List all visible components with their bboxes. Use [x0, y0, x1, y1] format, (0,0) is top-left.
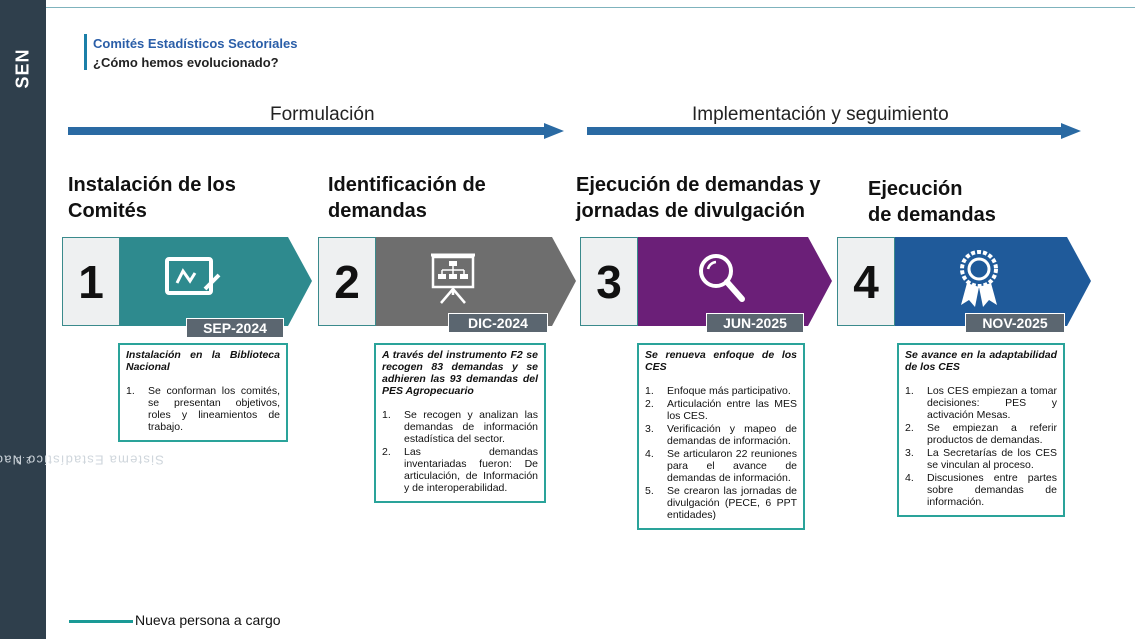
step-2-card-lead: A través del instrumento F2 se recogen 8…	[382, 349, 538, 397]
step-4-card-lead: Se avance en la adaptabilidad de los CES	[905, 349, 1057, 373]
step-3-number: 3	[580, 237, 638, 326]
step-4-number: 4	[837, 237, 895, 326]
phase-label-implementation: Implementación y seguimiento	[692, 104, 949, 125]
step-4-card-list: 1.Los CES empiezan a tomar decisiones: P…	[905, 385, 1057, 508]
list-item: 5.Se crearon las jornadas de divulgación…	[645, 485, 797, 521]
step-1-chevron: 1 SEP-2024	[62, 237, 312, 338]
award-ribbon-icon	[953, 247, 1005, 314]
list-item: 2.Se empiezan a referir productos de dem…	[905, 422, 1057, 446]
step-1-card: Instalación en la Biblioteca Nacional 1.…	[118, 343, 288, 442]
list-item: 4.Se articularon 22 reuniones para el av…	[645, 448, 797, 484]
sen-logo: SEN	[12, 47, 33, 89]
step-3-card-lead: Se renueva enfoque de los CES	[645, 349, 797, 373]
page-title: Comités Estadísticos Sectoriales	[93, 36, 298, 51]
list-item: 4.Discusiones entre partes sobre demanda…	[905, 472, 1057, 508]
step-2-card: A través del instrumento F2 se recogen 8…	[374, 343, 546, 503]
step-3-title: Ejecución de demandas y jornadas de divu…	[576, 174, 821, 222]
list-item: 3.La Secretarías de los CES se vinculan …	[905, 447, 1057, 471]
screen-chart-icon	[163, 251, 223, 308]
phase-label-formulation: Formulación	[270, 104, 375, 125]
step-3-card: Se renueva enfoque de los CES 1.Enfoque …	[637, 343, 805, 530]
step-4-chevron: 4 NOV-2025	[837, 237, 1091, 333]
step-1-title: Instalación de los Comités	[68, 174, 236, 222]
step-3-arrow-shape	[638, 237, 832, 326]
step-2-date-badge: DIC-2024	[448, 313, 548, 333]
page-subtitle: ¿Cómo hemos evolucionado?	[93, 55, 279, 70]
header-accent-bar	[84, 34, 87, 70]
legend-label: Nueva persona a cargo	[135, 612, 281, 628]
step-2-title: Identificación de demandas	[328, 174, 486, 222]
phase-arrow-implementation	[587, 123, 1081, 139]
step-1-number: 1	[62, 237, 120, 326]
legend-line	[69, 620, 133, 623]
phase-arrow-formulation	[68, 123, 564, 139]
step-4-title: Ejecución de demandas	[868, 178, 996, 226]
step-4-date-badge: NOV-2025	[965, 313, 1065, 333]
list-item: 2.Articulación entre las MES los CES.	[645, 398, 797, 422]
list-item: 3.Verificación y mapeo de demandas de in…	[645, 423, 797, 447]
step-2-card-list: 1.Se recogen y analizan las demandas de …	[382, 409, 538, 494]
sidebar-tagline: Sistema Estadístico Nacional · Colombia …	[0, 452, 164, 468]
list-item: 2.Las demandas inventariadas fueron: De …	[382, 446, 538, 494]
step-3-card-list: 1.Enfoque más participativo. 2.Articulac…	[645, 385, 797, 521]
list-item: 1.Los CES empiezan a tomar decisiones: P…	[905, 385, 1057, 421]
step-1-date-badge: SEP-2024	[186, 318, 284, 338]
list-item: 1.Enfoque más participativo.	[645, 385, 791, 397]
step-1-card-lead: Instalación en la Biblioteca Nacional	[126, 349, 280, 373]
version-tag: 2.0	[14, 455, 32, 465]
step-1-card-list: 1.Se conforman los comités, se presentan…	[126, 385, 280, 433]
list-item: 1.Se recogen y analizan las demandas de …	[382, 409, 538, 445]
brand-sidebar: SEN Sistema Estadístico Nacional · Colom…	[0, 0, 164, 639]
magnifier-icon	[696, 251, 748, 310]
step-3-chevron: 3 JUN-2025	[580, 237, 832, 333]
step-4-card: Se avance en la adaptabilidad de los CES…	[897, 343, 1065, 517]
top-divider	[46, 7, 1135, 8]
step-3-date-badge: JUN-2025	[706, 313, 804, 333]
step-2-number: 2	[318, 237, 376, 326]
list-item: 1.Se conforman los comités, se presentan…	[126, 385, 280, 433]
step-2-chevron: 2 DIC-2024	[318, 237, 576, 333]
step-2-arrow-shape	[376, 237, 576, 326]
presentation-board-icon	[427, 251, 479, 312]
